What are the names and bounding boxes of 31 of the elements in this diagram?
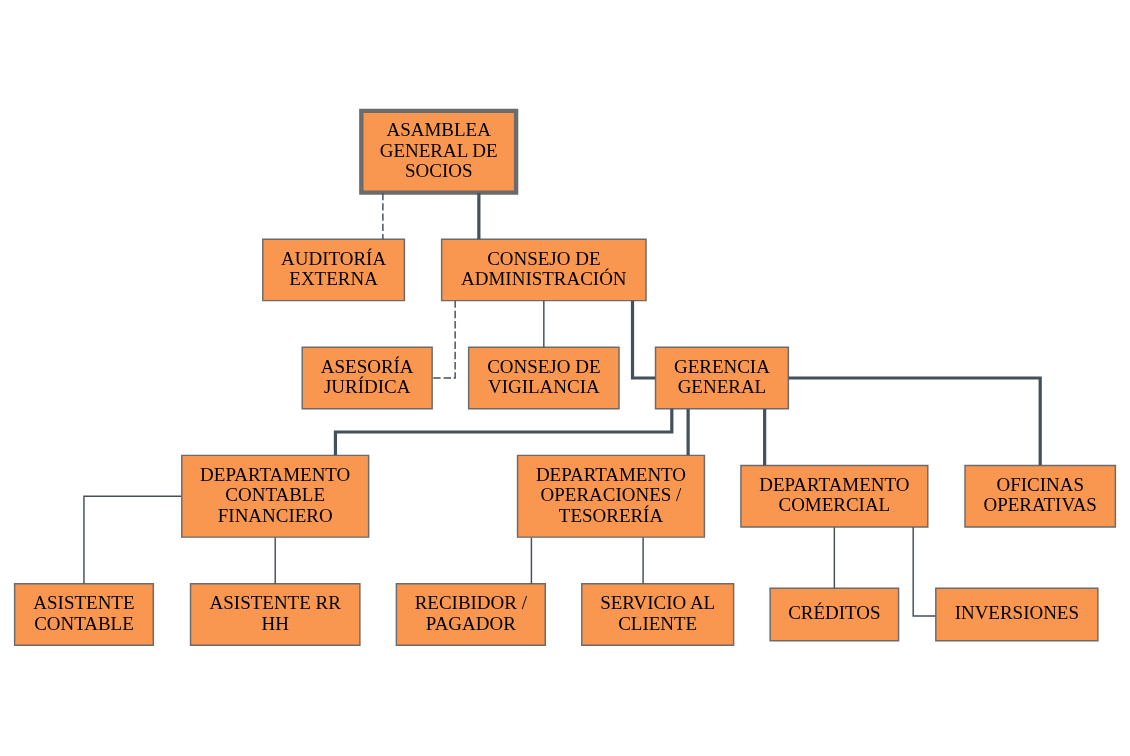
connector bbox=[630, 300, 656, 380]
connector bbox=[382, 192, 384, 240]
node-box: SERVICIO AL CLIENTE bbox=[581, 583, 735, 646]
connector bbox=[833, 526, 836, 589]
connector bbox=[543, 299, 545, 348]
connector bbox=[642, 536, 644, 585]
node-box: DEPARTAMENTO CONTABLE FINANCIERO bbox=[181, 454, 370, 538]
node-box: CRÉDITOS bbox=[769, 587, 900, 642]
node-box: DEPARTAMENTO COMERCIAL bbox=[740, 464, 929, 528]
connector bbox=[530, 536, 533, 585]
connector bbox=[477, 193, 481, 240]
connector bbox=[788, 376, 1042, 466]
node-box: OFICINAS OPERATIVAS bbox=[964, 464, 1117, 528]
connector bbox=[333, 408, 674, 456]
node-box: ASISTENTE CONTABLE bbox=[13, 583, 155, 646]
node-box: DEPARTAMENTO OPERACIONES / TESORERÍA bbox=[516, 454, 706, 538]
connector bbox=[431, 299, 456, 379]
connector bbox=[763, 409, 767, 466]
connector bbox=[274, 536, 276, 585]
node-box: CONSEJO DE VIGILANCIA bbox=[467, 346, 620, 410]
node-box: ASAMBLEA GENERAL DE SOCIOS bbox=[359, 108, 519, 195]
node-box: INVERSIONES bbox=[935, 587, 1099, 642]
node-box: RECIBIDOR / PAGADOR bbox=[395, 583, 546, 646]
connector bbox=[83, 495, 182, 585]
node-box: ASESORÍA JURÍDICA bbox=[301, 346, 433, 410]
connector bbox=[912, 526, 937, 617]
node-box: GERENCIA GENERAL bbox=[654, 346, 790, 410]
node-box: AUDITORÍA EXTERNA bbox=[262, 238, 406, 302]
node-box: ASISTENTE RR HH bbox=[189, 583, 361, 646]
node-box: CONSEJO DE ADMINISTRACIÓN bbox=[440, 238, 647, 302]
connector bbox=[686, 409, 690, 456]
